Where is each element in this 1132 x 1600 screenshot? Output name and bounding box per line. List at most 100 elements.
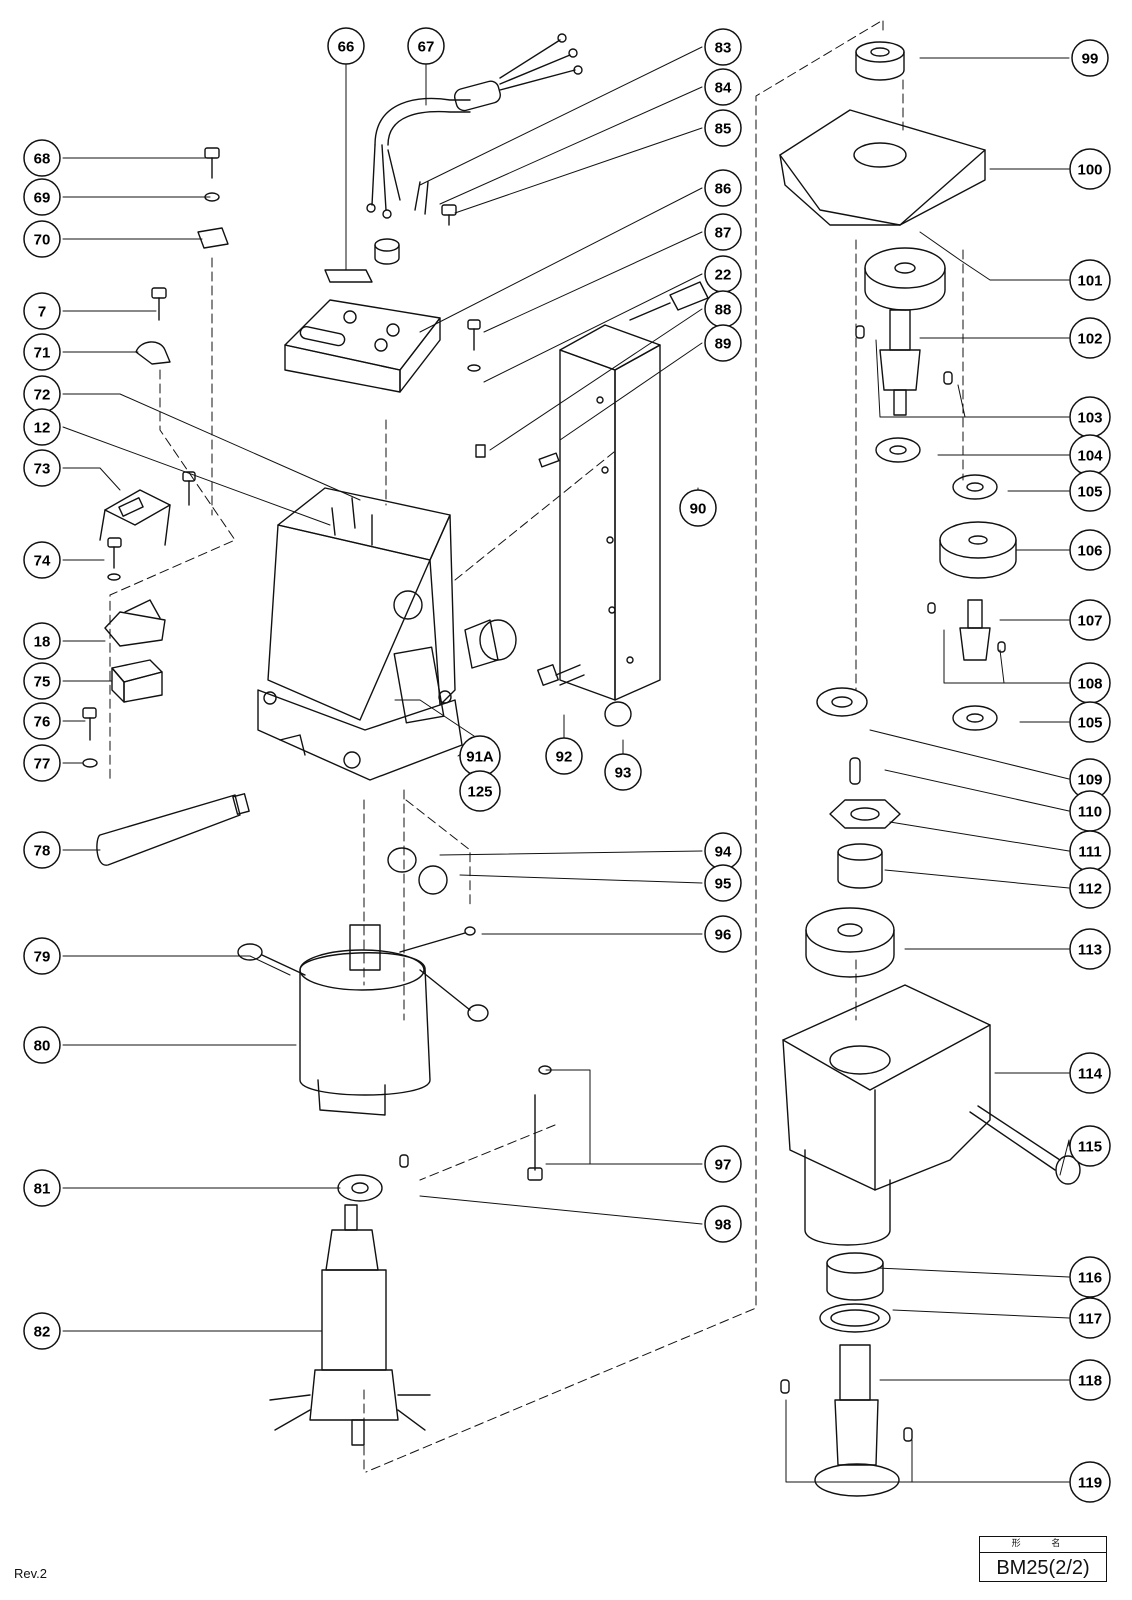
spindle-118 [814, 1344, 900, 1497]
callout-number: 119 [1078, 1475, 1102, 1492]
callout-number: 82 [34, 1324, 51, 1341]
callout-circle [23, 220, 61, 258]
brush-holder [464, 619, 517, 669]
callout-number: 72 [34, 387, 51, 404]
bearing-99 [855, 41, 905, 81]
callout-circle [704, 109, 742, 147]
callout-number: 91A [466, 749, 494, 766]
callout-number: 75 [34, 674, 51, 691]
part-callout: 80 [23, 1026, 61, 1064]
part-callout: 116 [1069, 1256, 1111, 1298]
callout-number: 69 [34, 190, 51, 207]
part-callout: 114 [1069, 1052, 1111, 1094]
callout-number: 100 [1077, 162, 1102, 179]
screw-68 [204, 147, 220, 179]
callout-circle [704, 169, 742, 207]
callout-number: 105 [1077, 715, 1102, 732]
part-callout: 111 [1069, 830, 1111, 872]
callout-circle [23, 937, 61, 975]
callout-number: 99 [1082, 51, 1099, 68]
callout-circle [327, 27, 365, 65]
part-callout: 76 [23, 702, 61, 740]
part-callout: 98 [704, 1205, 742, 1243]
callout-circle [1069, 1052, 1111, 1094]
callout-circle [704, 1145, 742, 1183]
part-callout: 117 [1069, 1297, 1111, 1339]
part-callout: 68 [23, 139, 61, 177]
nut-111 [829, 799, 901, 829]
callout-circle [23, 1169, 61, 1207]
callout-circle [1069, 1125, 1111, 1167]
callout-number: 92 [556, 749, 573, 766]
part-callout: 81 [23, 1169, 61, 1207]
callout-number: 114 [1078, 1066, 1103, 1083]
callout-number: 66 [338, 39, 355, 56]
part-callout: 84 [704, 68, 742, 106]
part-callout: 78 [23, 831, 61, 869]
callout-circle [23, 702, 61, 740]
part-callout: 18 [23, 622, 61, 660]
cord-grommet [374, 238, 400, 265]
gear-106 [939, 521, 1017, 579]
part-callout: 118 [1069, 1359, 1111, 1401]
callout-number: 76 [34, 714, 51, 731]
pin-98 [399, 1154, 409, 1168]
part-callout: 92 [545, 737, 583, 775]
clamp-70 [197, 227, 229, 249]
part-callout: 86 [704, 169, 742, 207]
part-callout: 71 [23, 333, 61, 371]
part-callout: 104 [1069, 434, 1111, 476]
callout-circle [459, 770, 501, 812]
callout-number: 70 [34, 232, 51, 249]
gear-cover [779, 109, 986, 226]
callout-circle [704, 864, 742, 902]
part-callout: 90 [679, 489, 717, 527]
part-callout: 108 [1069, 662, 1111, 704]
screw-12 [182, 471, 196, 506]
callout-number: 90 [690, 501, 707, 518]
pinion-shaft-102 [879, 309, 921, 416]
part-callout: 69 [23, 178, 61, 216]
part-callout: 105 [1069, 701, 1111, 743]
callout-circle [1071, 39, 1109, 77]
callout-number: 86 [715, 181, 732, 198]
callout-number: 81 [34, 1181, 51, 1198]
callout-circle [1069, 470, 1111, 512]
callout-number: 106 [1077, 543, 1102, 560]
key-108 [997, 641, 1006, 653]
callout-number: 125 [467, 784, 492, 801]
gear-case-114 [782, 984, 991, 1246]
callout-number: 73 [34, 461, 51, 478]
callout-number: 79 [34, 949, 51, 966]
plate-hole [596, 396, 604, 404]
part-callout: 77 [23, 744, 61, 782]
pinion-107 [959, 599, 991, 661]
sleeve-112 [837, 843, 883, 889]
callout-circle [1069, 1256, 1111, 1298]
part-callout: 107 [1069, 599, 1111, 641]
key-119 [780, 1379, 790, 1394]
callout-number: 83 [715, 40, 732, 57]
stator-lead-96 [399, 926, 489, 1022]
callout-circle [604, 753, 642, 791]
brush-cap [604, 701, 632, 727]
part-callout: 99 [1071, 39, 1109, 77]
callout-circle [1069, 701, 1111, 743]
gear-101 [864, 247, 946, 311]
bearing-109 [816, 687, 868, 717]
bearing-105-b [952, 705, 998, 731]
part-callout: 89 [704, 324, 742, 362]
callout-circle [704, 324, 742, 362]
plate-hole [601, 466, 609, 474]
key-108 [927, 602, 936, 614]
callout-number: 104 [1077, 448, 1103, 465]
screw-74 [107, 537, 122, 581]
part-callout: 119 [1069, 1461, 1111, 1503]
callout-number: 112 [1078, 881, 1102, 898]
name-label [324, 269, 373, 283]
stator-lead-79 [237, 943, 306, 976]
part-callout: 75 [23, 662, 61, 700]
callout-number: 96 [715, 927, 732, 944]
